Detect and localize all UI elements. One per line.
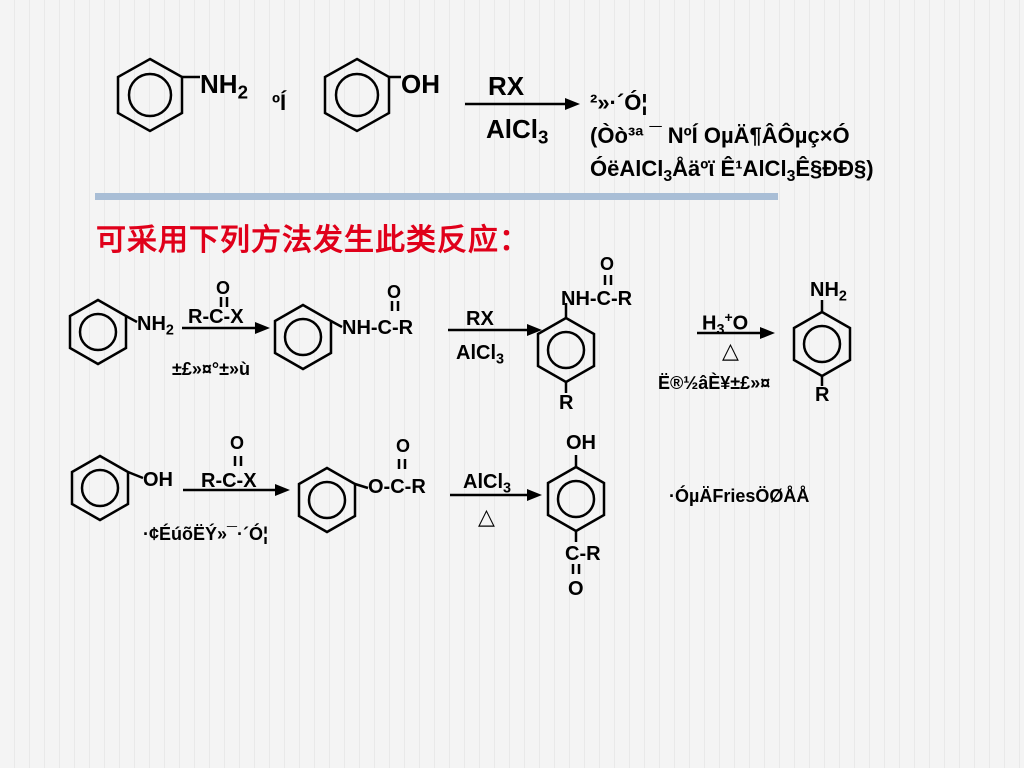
route1-reagent2-alcl3: AlCl3 — [456, 342, 505, 368]
route2-ester-o: O — [396, 436, 411, 456]
route1-reagent1-note: ±£»¤°±»ù — [172, 359, 250, 379]
route2-heat-delta: △ — [478, 504, 495, 529]
route1-heat-delta: △ — [722, 338, 739, 363]
phenol-hydroxyl-label: OH — [401, 69, 440, 99]
route1-reagent1-o: O — [216, 278, 231, 298]
route2-reagent1-o: O — [230, 433, 245, 453]
top-result-line1: ²»·´Ó¦ — [590, 90, 648, 115]
route1-final-r: R — [815, 384, 830, 406]
route1-hydrolysis-reagent: H3+O — [702, 309, 749, 338]
route1-amide-group: NH-C-R — [342, 317, 414, 339]
route1-hydrolysis-note: Ë®½âÈ¥±£»¤ — [658, 373, 771, 393]
route2-phenol-ring — [70, 454, 144, 522]
route2-start-oh: OH — [143, 469, 173, 491]
route1-amide-o: O — [387, 282, 402, 302]
route2-product-oh: OH — [566, 432, 596, 454]
phenol-ring — [323, 57, 401, 133]
top-reagent-rx: RX — [488, 71, 525, 101]
route2-reagent2-alcl3: AlCl3 — [463, 471, 512, 497]
route2-ester-group: O-C-R — [368, 476, 426, 498]
top-result-line3: ÓëAlCl3Åäºϊ Ê¹AlCl3Ê§ÐÐ§) — [590, 156, 874, 185]
aniline-amine-label: NH2 — [200, 69, 248, 103]
route1-reagent2-rx: RX — [466, 308, 494, 330]
route1-reagent1-acyl-halide: R-C-X — [188, 306, 244, 328]
route1-final-nh2: NH2 — [810, 279, 847, 305]
route2-fries-product-ring — [546, 455, 606, 542]
route1-product-o: O — [600, 254, 615, 274]
route2-product-acyl-o: O — [568, 578, 584, 600]
route1-start-nh2: NH2 — [137, 313, 174, 339]
route2-fries-note: ·ÓµÄFriesÖØÅÅ — [669, 486, 810, 506]
section-title: 可采用下列方法发生此类反应： — [96, 223, 530, 258]
route1-final-ring — [792, 300, 852, 386]
top-result-line2: (Òò³ª ¯ NºÍ OµÄ¶ÂÔµç×Ó — [590, 123, 850, 148]
section-divider — [95, 193, 778, 200]
route2-reagent1-acyl-halide: R-C-X — [201, 470, 257, 492]
route2-ester-ring — [297, 466, 369, 534]
route1-product-amide: NH-C-R — [561, 288, 633, 310]
connector-he-text: ºÍ — [272, 90, 287, 115]
top-reagent-alcl3: AlCl3 — [486, 114, 549, 148]
route2-product-acyl: C-R — [565, 543, 601, 565]
aniline-ring — [116, 57, 200, 133]
route2-reagent1-note: ·¢ÉúõËÝ»¯·´Ó¦ — [143, 524, 268, 544]
route1-aniline-ring — [68, 298, 138, 366]
route1-amide-ring — [273, 303, 343, 371]
route1-product-r: R — [559, 392, 574, 414]
route1-para-product-ring — [536, 303, 596, 393]
